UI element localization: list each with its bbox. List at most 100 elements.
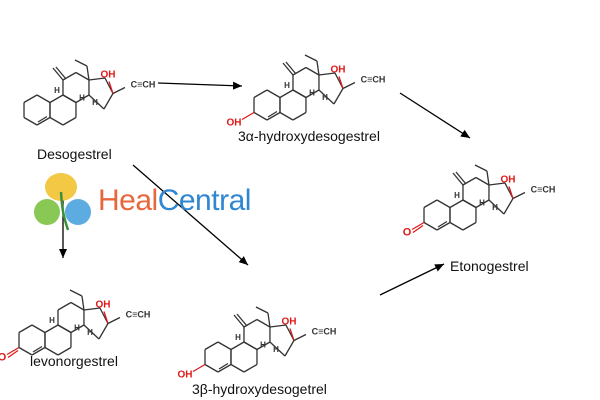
arrow-desogestrel-to-3b — [132, 164, 249, 266]
bond — [243, 341, 258, 351]
bond — [423, 199, 438, 209]
bond — [75, 94, 90, 104]
bond — [436, 221, 451, 231]
bond — [462, 221, 477, 231]
bond — [292, 111, 307, 121]
bond — [62, 116, 77, 126]
stereo-hydrogen-label: H — [74, 324, 80, 333]
bond — [44, 346, 59, 356]
bond — [230, 363, 245, 373]
bond — [49, 116, 64, 126]
stereo-hydrogen-label: H — [260, 341, 266, 350]
ethynyl-bond — [112, 86, 126, 95]
ethynyl-label: C≡CH — [531, 185, 556, 195]
c3-hydroxyl-label: OH — [227, 118, 242, 129]
bond — [503, 198, 514, 215]
wordmark-heal: Heal — [98, 184, 158, 217]
hydroxyl-label: OH — [330, 65, 345, 76]
bond — [318, 89, 335, 105]
label-levonorgestrel: levonorgestrel — [30, 353, 118, 369]
bond — [305, 89, 320, 99]
ketone-bond — [6, 346, 20, 356]
oh-bond — [289, 328, 295, 341]
double-bond — [32, 345, 43, 353]
bond — [36, 94, 51, 104]
double-bond — [437, 220, 448, 228]
bond — [284, 340, 295, 357]
carbonyl-oxygen-label: O — [403, 227, 412, 239]
bond — [292, 89, 307, 99]
bond — [475, 199, 490, 209]
ethyl-bond — [304, 54, 318, 62]
bond — [488, 199, 505, 215]
bond — [31, 346, 46, 356]
methylene-bond — [55, 66, 67, 80]
bond — [18, 346, 33, 356]
bond — [269, 341, 286, 357]
oh-bond — [508, 186, 514, 199]
double-bond — [37, 115, 48, 123]
bond — [488, 182, 506, 186]
methylene-bond — [236, 313, 248, 327]
bond — [266, 111, 281, 121]
bond — [305, 66, 320, 76]
stereo-hydrogen-label: H — [49, 316, 55, 325]
bond — [217, 341, 232, 351]
stereo-hydrogen-label: H — [322, 93, 328, 102]
ethynyl-bond — [107, 316, 121, 325]
bond — [83, 307, 101, 311]
bond — [70, 301, 85, 311]
ketone-bond — [411, 221, 425, 231]
bond — [62, 71, 77, 81]
bond — [44, 324, 59, 334]
label-etonogestrel: Etonogestrel — [450, 258, 529, 274]
bond — [23, 116, 38, 126]
stereo-hydrogen-label: H — [309, 89, 315, 98]
hydroxyl-label: OH — [500, 175, 515, 186]
bond — [423, 221, 438, 231]
methylene-bond — [282, 62, 294, 76]
stereo-hydrogen-label: H — [454, 191, 460, 200]
healcentral-watermark: HealCentral — [32, 170, 282, 232]
ethyl-bond — [86, 65, 90, 81]
ethynyl-bond — [342, 81, 356, 90]
bond — [57, 301, 72, 311]
ketone-bond — [7, 349, 19, 359]
bond — [318, 72, 336, 76]
bond — [75, 71, 90, 81]
bond — [49, 94, 64, 104]
label-3a-hydroxydesogestrel: 3α-hydroxydesogestrel — [238, 128, 380, 144]
stereo-hydrogen-label: H — [54, 86, 60, 95]
bond — [462, 199, 477, 209]
bond — [449, 221, 464, 231]
hydroxyl-label: OH — [281, 317, 296, 328]
bond — [253, 111, 268, 121]
bond — [279, 89, 294, 99]
methylene-bond — [285, 61, 297, 75]
bond — [204, 341, 219, 351]
double-bond — [267, 110, 278, 118]
ethynyl-label: C≡CH — [131, 80, 156, 90]
methylene-bond — [452, 172, 464, 186]
label-desogestrel: Desogestrel — [37, 146, 112, 162]
bond — [243, 318, 258, 328]
bond — [103, 93, 114, 110]
ketone-bond — [412, 224, 424, 234]
bond — [436, 199, 451, 209]
oh-bond — [103, 311, 109, 324]
bond — [88, 77, 106, 81]
bond — [256, 341, 271, 351]
methylene-bond — [455, 171, 467, 185]
bond — [217, 363, 232, 373]
methylene-bond — [233, 314, 245, 328]
healcentral-wordmark: HealCentral — [98, 184, 251, 218]
bond — [36, 116, 51, 126]
bond — [57, 324, 72, 334]
hydroxyl-bond — [192, 363, 206, 373]
bond — [31, 324, 46, 334]
